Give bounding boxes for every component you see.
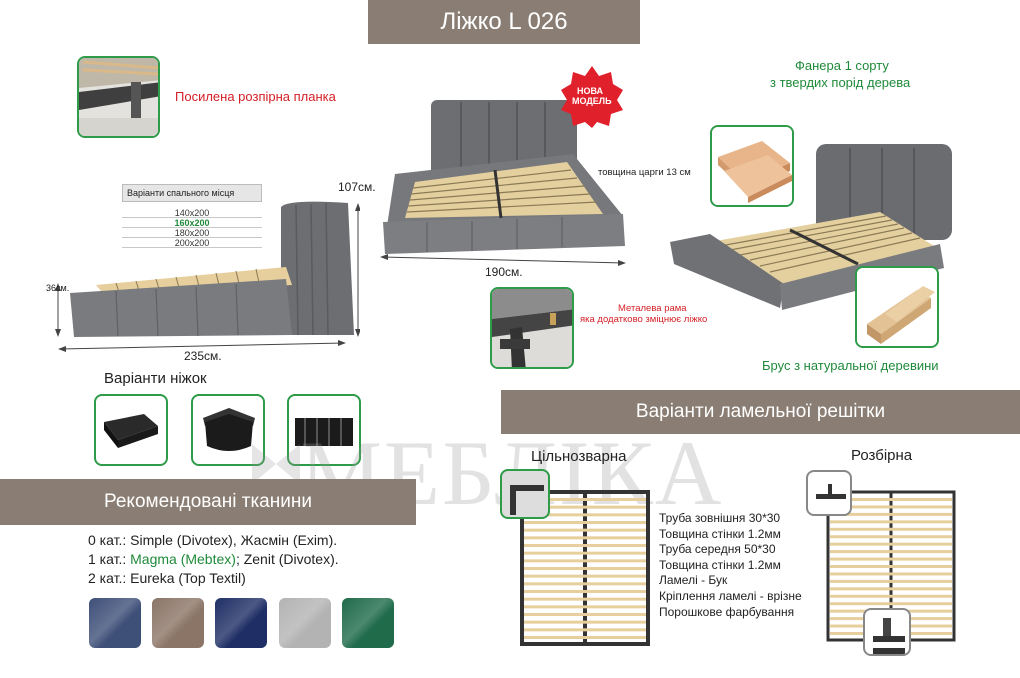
size-option-2: 180x200	[122, 228, 262, 238]
spec-item-2: Труба середня 50*30	[659, 542, 776, 557]
fabric-swatch-1	[152, 598, 204, 648]
reinforced-bar-photo	[77, 56, 160, 138]
split-joint-photo-bottom	[863, 608, 911, 656]
title-banner: Ліжко L 026	[368, 0, 640, 44]
split-joint-photo-top	[806, 470, 852, 516]
size-option-0: 140x200	[122, 208, 262, 218]
slat	[524, 636, 646, 639]
metal-frame-label-2: яка додатково зміцнює ліжко	[580, 314, 708, 325]
plywood-photo	[710, 125, 794, 207]
fabrics-banner: Рекомендовані тканини	[0, 479, 416, 525]
plywood-label-2: з твердих порід дерева	[770, 75, 911, 90]
bed-front-view	[383, 100, 625, 254]
slats-banner-text: Варіанти ламельної решітки	[635, 401, 886, 422]
fabric-swatch-3	[279, 598, 331, 648]
fabric-list: 0 кат.: Simple (Divotex), Жасмін (Exim).…	[88, 531, 339, 588]
spec-item-5: Кріплення ламелі - врізне	[659, 588, 802, 603]
slat	[524, 613, 646, 616]
slat	[830, 542, 952, 546]
slat	[830, 602, 952, 606]
leg-option-3[interactable]	[287, 394, 361, 466]
slat	[524, 559, 646, 563]
slat	[524, 582, 646, 586]
spec-item-4: Ламелі - Бук	[659, 573, 728, 588]
new-model-badge	[561, 66, 623, 128]
slat	[830, 512, 952, 516]
slat	[830, 565, 952, 568]
spec-item-6: Порошкове фарбування	[659, 604, 795, 619]
slat	[830, 520, 952, 524]
slat	[524, 498, 646, 501]
solid-joint-photo	[500, 469, 550, 519]
fabric-row-2: 2 кат.: Eureka (Top Textil)	[88, 570, 246, 586]
size-option-1: 160x200	[122, 218, 262, 228]
height-107-label: 107см.	[338, 180, 376, 194]
solid-label: Цільнозварна	[531, 448, 627, 465]
slat	[524, 590, 646, 593]
solid-slat-frame	[520, 490, 650, 646]
natural-wood-photo	[855, 266, 939, 348]
slat	[524, 605, 646, 609]
leg-option-2[interactable]	[191, 394, 265, 466]
slat	[524, 620, 646, 624]
watermark-logo-icon	[252, 444, 300, 484]
fabric-swatch-2	[215, 598, 267, 648]
frame-thickness-label: товщина царги 13 см	[598, 167, 691, 178]
fabric-swatch-0	[89, 598, 141, 648]
slat	[830, 594, 952, 598]
slat	[524, 574, 646, 578]
plywood-label-1: Фанера 1 сорту	[795, 58, 889, 73]
slat	[830, 587, 952, 591]
bed-side-view	[70, 201, 354, 337]
length-190-label: 190см.	[485, 265, 523, 279]
slat	[830, 498, 952, 501]
spec-item-0: Труба зовнішня 30*30	[659, 511, 781, 525]
slat	[524, 551, 646, 555]
dimension-line-190	[380, 254, 626, 266]
page-title: Ліжко L 026	[440, 8, 568, 35]
slat	[830, 527, 952, 531]
slat	[524, 505, 646, 509]
size-option-3: 200x200	[122, 238, 262, 248]
leg-option-1[interactable]	[94, 394, 168, 466]
fabric-row-1: 1 кат.: Magma (Mebtex); Zenit (Divotex).	[88, 551, 339, 567]
slat	[524, 628, 646, 632]
reinforced-bar-label: Посилена розпірна планка	[175, 89, 336, 104]
height-36-label: 36см.	[46, 283, 70, 293]
metal-frame-photo	[490, 287, 574, 369]
metal-frame-label-1: Металева рама	[618, 303, 687, 314]
fabric-swatch-4	[342, 598, 394, 648]
natural-wood-label: Брус з натуральної деревини	[762, 358, 939, 373]
fabric-row-0: 0 кат.: Simple (Divotex), Жасмін (Exim).	[88, 532, 338, 548]
slat	[830, 535, 952, 539]
sizes-title: Варіанти спального місця	[122, 184, 262, 202]
slat	[524, 544, 646, 547]
fabrics-banner-text: Рекомендовані тканини	[104, 491, 312, 512]
slats-banner: Варіанти ламельної решітки	[501, 390, 1020, 434]
slat	[524, 536, 646, 540]
slat	[830, 579, 952, 583]
slat	[830, 572, 952, 576]
spec-item-3: Товщина стінки 1.2мм	[659, 557, 781, 572]
badge-text-new: НОВА	[577, 86, 604, 96]
slat	[524, 521, 646, 524]
slat	[524, 597, 646, 601]
slat	[830, 550, 952, 554]
slat	[830, 557, 952, 561]
badge-text-model: МОДЕЛЬ	[572, 96, 612, 106]
length-235-label: 235см.	[184, 349, 222, 363]
slat	[830, 505, 952, 509]
slat	[524, 567, 646, 570]
spec-item-1: Товщина стінки 1.2мм	[659, 526, 781, 541]
slat	[524, 528, 646, 532]
slat	[524, 513, 646, 517]
legs-title: Варіанти ніжок	[104, 370, 207, 387]
split-label: Розбірна	[851, 447, 913, 464]
dimension-lines-left	[55, 203, 360, 352]
bed-angled-view	[670, 144, 952, 310]
